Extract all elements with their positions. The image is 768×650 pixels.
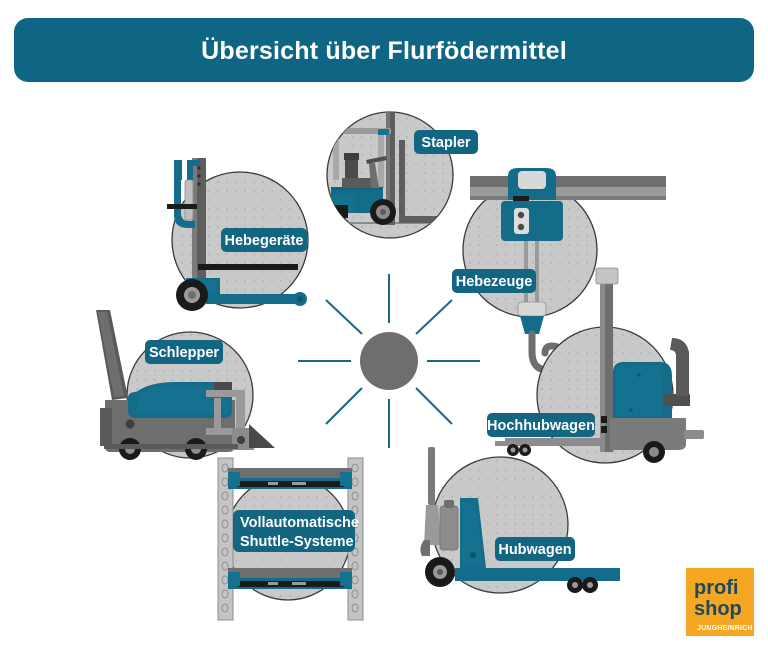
- badge-hebegeraete[interactable]: Hebegeräte: [221, 228, 307, 252]
- badge-label-hebezeuge: Hebezeuge: [456, 274, 533, 290]
- page-title: Übersicht über Flurfödermittel: [201, 36, 567, 65]
- node-stapler[interactable]: Stapler: [326, 96, 479, 239]
- badge-hochhubwagen[interactable]: Hochhubwagen: [487, 413, 595, 437]
- logo-line-shop: shop: [694, 598, 742, 620]
- logo-line-jungheinrich: JUNGHEINRICH: [697, 625, 753, 632]
- badge-bg-hebezeuge: [452, 269, 536, 293]
- lifting-device-icon: [167, 158, 307, 311]
- pallet-truck-icon: [420, 447, 620, 593]
- badge-shuttle[interactable]: Vollautomatische Shuttle-Systeme: [233, 510, 359, 552]
- badge-schlepper[interactable]: Schlepper: [145, 340, 223, 364]
- logo-background: [686, 568, 754, 636]
- badge-stapler[interactable]: Stapler: [414, 130, 478, 154]
- node-hochhubwagen[interactable]: Hochhubwagen: [487, 267, 704, 464]
- badge-bg-shuttle: [233, 510, 355, 552]
- profishop-jungheinrich-logo[interactable]: profi shop JUNGHEINRICH: [686, 568, 754, 636]
- badge-label-shuttle-line1: Vollautomatische: [240, 515, 359, 531]
- badge-bg-hebegeraete: [221, 228, 307, 252]
- hub-circle: [360, 332, 418, 390]
- page-header: Übersicht über Flurfödermittel: [14, 18, 754, 82]
- center-hub: [298, 274, 480, 448]
- shuttle-rack-icon: [217, 457, 364, 621]
- hub-rays: [298, 274, 480, 448]
- badge-hubwagen[interactable]: Hubwagen: [495, 537, 575, 561]
- node-shuttle[interactable]: Vollautomatische Shuttle-Systeme: [217, 457, 364, 621]
- badge-label-schlepper: Schlepper: [149, 345, 219, 361]
- badge-label-stapler: Stapler: [421, 135, 471, 151]
- forklift-icon: [327, 112, 453, 225]
- node-hubwagen[interactable]: Hubwagen: [420, 447, 620, 594]
- high-lift-pallet-truck-icon: [495, 267, 704, 463]
- hoist-hook-icon: [470, 168, 666, 374]
- badge-bg-hochhubwagen: [487, 413, 595, 437]
- node-hebegeraete[interactable]: Hebegeräte: [167, 158, 309, 311]
- node-hebezeuge[interactable]: Hebezeuge: [452, 168, 666, 374]
- badge-label-shuttle-line2: Shuttle-Systeme: [240, 534, 354, 550]
- badge-label-hebegeraete: Hebegeräte: [225, 233, 304, 249]
- header-bar: [14, 18, 754, 82]
- tow-tractor-icon: [96, 310, 275, 460]
- badge-bg-stapler: [414, 130, 478, 154]
- badge-bg-hubwagen: [495, 537, 575, 561]
- logo-line-profi: profi: [694, 577, 738, 599]
- badge-label-hochhubwagen: Hochhubwagen: [487, 418, 595, 434]
- badge-hebezeuge[interactable]: Hebezeuge: [452, 269, 536, 293]
- badge-bg-schlepper: [145, 340, 223, 364]
- badge-label-hubwagen: Hubwagen: [498, 542, 571, 558]
- node-schlepper[interactable]: Schlepper: [96, 310, 275, 460]
